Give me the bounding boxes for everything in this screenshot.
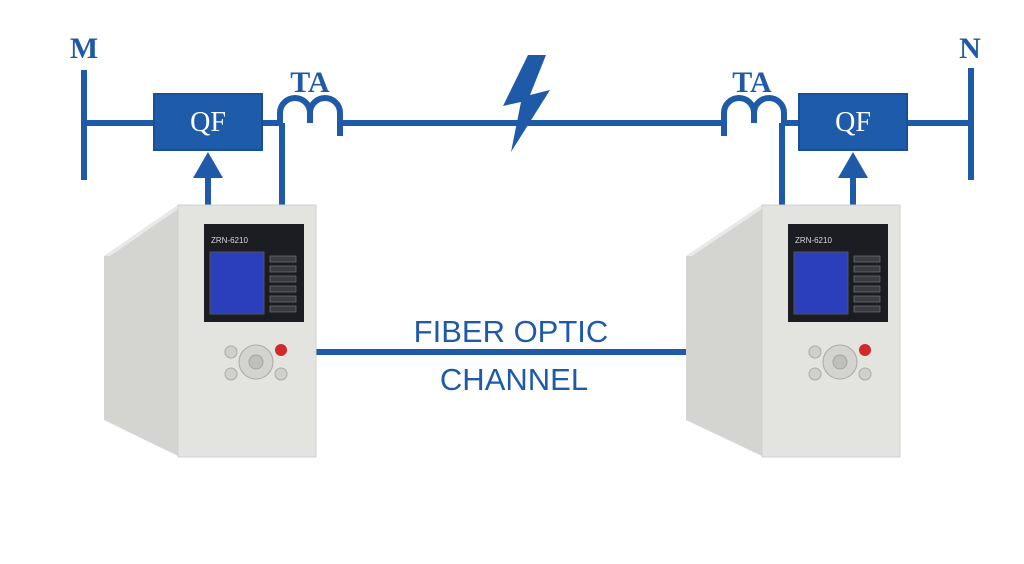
ct-leads — [279, 123, 785, 218]
breaker-right-label: QF — [835, 107, 871, 138]
ct-label-right: TA — [732, 66, 772, 99]
device-keypad — [808, 344, 872, 381]
current-transformer-left — [277, 95, 343, 136]
device-top-edge — [104, 205, 184, 256]
arrow-up-icon — [193, 152, 223, 208]
device-model-label: ZRN-6210 — [211, 236, 248, 245]
breaker-left-label: QF — [190, 107, 226, 138]
channel-label-line2: CHANNEL — [440, 362, 588, 397]
device-side — [104, 205, 178, 456]
arrow-up-icon — [838, 152, 868, 212]
relay-device-left: ZRN-6210 — [104, 204, 317, 458]
ct-label-left: TA — [290, 66, 330, 99]
relay-device-right: ZRN-6210 — [686, 204, 901, 458]
breaker-left: QF — [153, 93, 263, 151]
device-side — [686, 205, 762, 456]
bus-label-n: N — [959, 32, 981, 65]
device-model-label: ZRN-6210 — [795, 236, 832, 245]
breaker-right: QF — [798, 93, 908, 151]
device-top-edge — [686, 205, 768, 256]
lightning-bolt-icon — [503, 55, 550, 152]
device-led-indicators — [853, 255, 881, 313]
current-transformer-right — [721, 95, 787, 136]
device-led-indicators — [269, 255, 297, 313]
device-screen — [793, 251, 849, 315]
bus-label-m: M — [70, 32, 98, 65]
channel-label-line1: FIBER OPTIC — [414, 314, 609, 349]
device-screen — [209, 251, 265, 315]
device-keypad — [224, 344, 288, 381]
